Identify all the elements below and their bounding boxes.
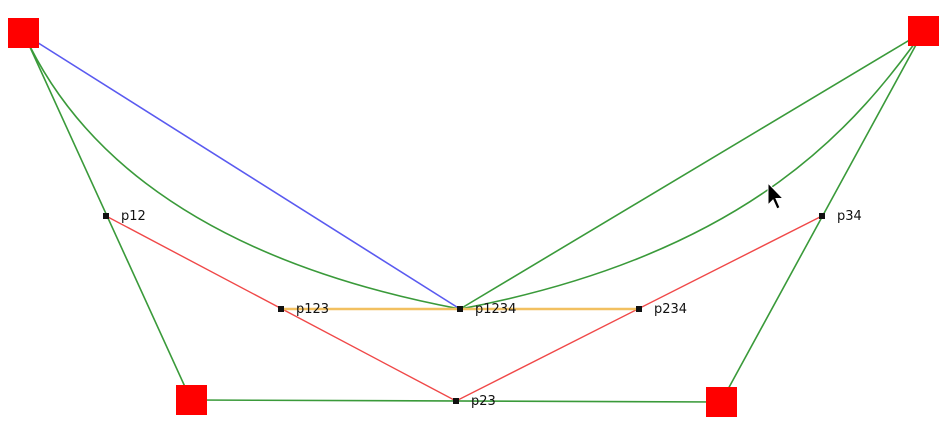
point-p12[interactable] (103, 213, 109, 219)
point-p1234[interactable] (457, 306, 463, 312)
control-polygon (23, 31, 924, 403)
point-p234[interactable] (636, 306, 642, 312)
blue-line-p1-p1234 (23, 33, 461, 310)
label-p34: p34 (837, 209, 862, 224)
label-p1234: p1234 (475, 302, 516, 317)
point-p123[interactable] (278, 306, 284, 312)
arrow-cursor-icon (767, 181, 785, 210)
label-p123: p123 (296, 302, 329, 317)
control-handle-p1[interactable] (8, 18, 39, 48)
bezier-curve-left-half (23, 33, 461, 310)
tangent-line-p1234-p4 (459, 31, 924, 310)
point-p23[interactable] (453, 398, 459, 404)
label-p234: p234 (654, 302, 687, 317)
construction-points (103, 213, 825, 404)
control-handle-p2[interactable] (176, 385, 207, 415)
bezier-curve-right-half (459, 31, 924, 310)
point-p34[interactable] (819, 213, 825, 219)
label-p12: p12 (121, 209, 146, 224)
control-handle-p3[interactable] (706, 387, 737, 417)
control-handles (8, 16, 939, 417)
control-handle-p4[interactable] (908, 16, 939, 46)
label-p23: p23 (471, 394, 496, 409)
